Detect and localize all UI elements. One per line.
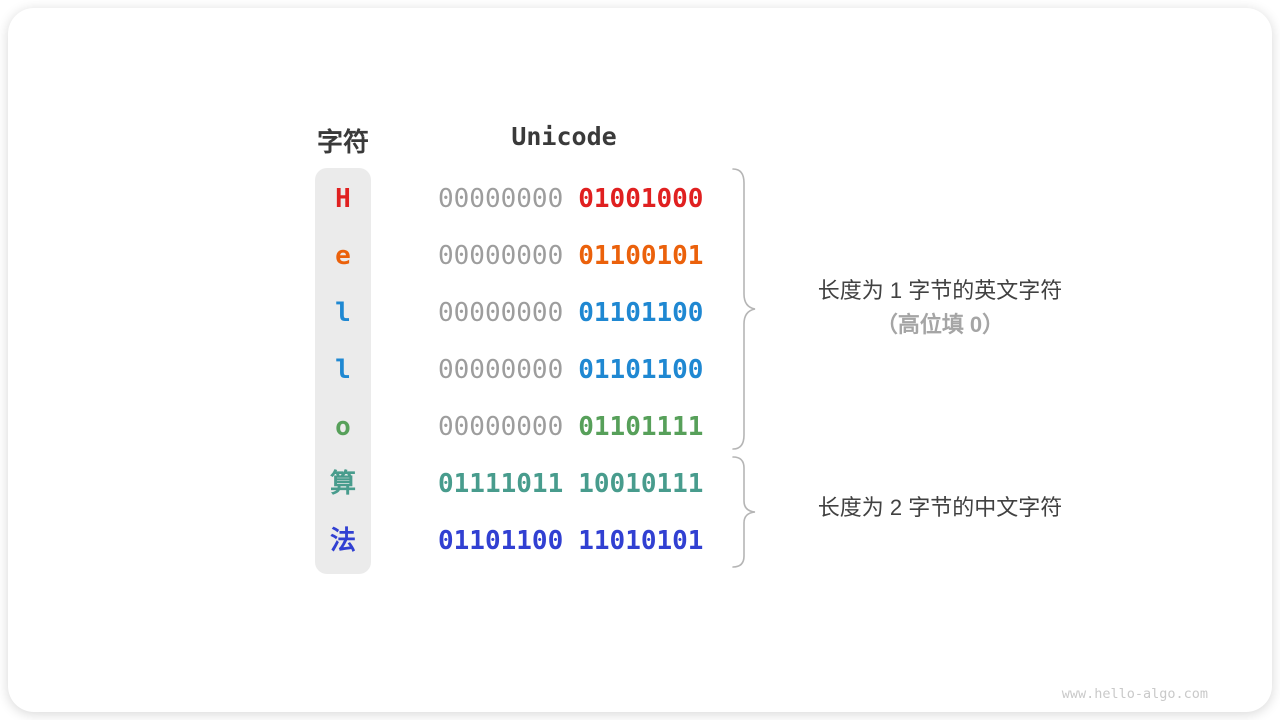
unicode-binary-value: 00000000 01101111 [438,399,703,456]
english-group-curly-brace-icon [732,168,756,450]
code-byte: 01101100 [578,355,704,385]
encoding-row: 算 01111011 10010111 [8,456,1272,513]
character-cell: l [335,298,351,328]
encoding-row: 法 01101100 11010101 [8,513,1272,570]
character-column-header: 字符 [316,127,369,157]
encoding-row: o 00000000 01101111 [8,399,1272,456]
watermark-url: www.hello-algo.com [1061,686,1208,702]
unicode-binary-value: 00000000 01001000 [438,171,703,228]
code-byte: 01101111 [578,412,704,442]
code-byte: 11010101 [578,526,704,556]
code-byte: 01100101 [578,241,704,271]
code-byte: 01101100 [578,298,704,328]
code-byte: 10010111 [578,469,704,499]
unicode-binary-value: 00000000 01101100 [438,285,703,342]
character-cell: o [335,412,351,442]
english-group-annotation: 长度为 1 字节的英文字符 （高位填 0） [766,274,1114,343]
encoding-row: l 00000000 01101100 [8,285,1272,342]
annotation-line: 长度为 1 字节的英文字符 [817,278,1063,303]
padding-byte: 00000000 [438,412,564,442]
unicode-binary-value: 01111011 10010111 [438,456,703,513]
unicode-binary-value: 01101100 11010101 [438,513,703,570]
code-byte: 01111011 [438,469,564,499]
encoding-row: H 00000000 01001000 [8,171,1272,228]
chinese-group-annotation: 长度为 2 字节的中文字符 [766,495,1114,521]
character-cell: 算 [329,469,356,499]
character-cell: e [335,241,351,271]
encoding-row: e 00000000 01100101 [8,228,1272,285]
diagram-card: 字符 Unicode H 00000000 01001000 e 00000000 011… [8,8,1272,712]
code-byte: 01101100 [438,526,564,556]
unicode-binary-value: 00000000 01100101 [438,228,703,285]
unicode-column-header: Unicode [511,122,617,151]
character-column-strip [315,168,371,574]
padding-byte: 00000000 [438,298,564,328]
padding-byte: 00000000 [438,241,564,271]
character-cell: H [335,184,351,214]
annotation-subline: （高位填 0） [875,312,1005,337]
annotation-line: 长度为 2 字节的中文字符 [817,495,1063,520]
padding-byte: 00000000 [438,355,564,385]
chinese-group-curly-brace-icon [732,456,756,568]
encoding-row: l 00000000 01101100 [8,342,1272,399]
unicode-binary-value: 00000000 01101100 [438,342,703,399]
code-byte: 01001000 [578,184,704,214]
character-cell: l [335,355,351,385]
padding-byte: 00000000 [438,184,564,214]
character-cell: 法 [329,526,356,556]
